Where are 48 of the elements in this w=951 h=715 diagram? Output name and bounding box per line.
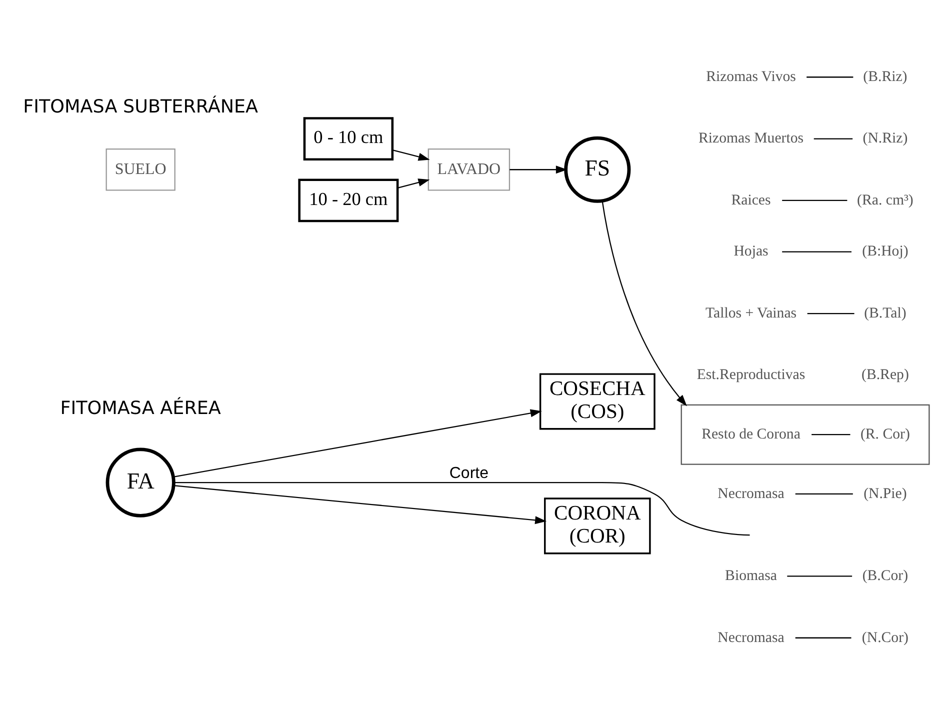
connector (814, 138, 853, 140)
node-text: (B.Rep) (862, 367, 909, 384)
node-text: Biomasa (725, 568, 777, 584)
node-box: COSECHA (COS) (539, 373, 656, 430)
node-text: (N.Cor) (862, 630, 908, 646)
connector (782, 251, 852, 252)
node-text: Necromasa (718, 630, 784, 646)
node-text: (B.Cor) (862, 568, 908, 584)
node-box: CORONA (COR) (544, 498, 651, 554)
node-text: Raices (731, 192, 771, 208)
node-box: SUELO (106, 148, 176, 191)
node-text: (B.Tal) (864, 305, 906, 322)
node-box: 10 - 20 cm (298, 178, 399, 222)
connector (174, 482, 750, 536)
arrow (392, 149, 430, 161)
node-box: LAVADO (428, 148, 510, 191)
node-text: (N.Riz) (862, 130, 908, 147)
node-text: Necromasa (718, 486, 784, 502)
node-text: (B:Hoj) (862, 244, 908, 260)
connector (807, 312, 854, 314)
arrow (602, 200, 687, 406)
node-text: Resto de Corona (702, 426, 800, 442)
node-text: Rizomas Vivos (706, 69, 796, 86)
label: FITOMASA SUBTERRÁNEA (23, 96, 258, 118)
node-text: Est.Reproductivas (696, 367, 806, 384)
arrow (174, 485, 547, 524)
node-text: Hojas (734, 244, 768, 260)
node-text: Tallos + Vainas (705, 305, 797, 322)
node-text: Rizomas Muertos (698, 130, 804, 147)
node-text: (Ra. cm³) (857, 192, 914, 208)
arrow (510, 166, 568, 174)
connector (795, 637, 852, 638)
node-text: (R. Cor) (860, 426, 910, 442)
arrow (173, 409, 542, 478)
node-circle: FS (564, 136, 631, 203)
connector (795, 493, 853, 495)
label: FITOMASA AÉREA (60, 398, 221, 419)
arrow (398, 178, 430, 188)
edge-label: Corte (449, 465, 488, 482)
cluster (680, 404, 930, 465)
node-text: (N.Pie) (864, 486, 907, 502)
connector (812, 434, 850, 436)
connector (806, 76, 854, 78)
node-circle: FA (106, 448, 176, 518)
node-text: (B.Riz) (863, 69, 908, 86)
connector (782, 200, 848, 202)
node-box: 0 - 10 cm (303, 117, 394, 160)
connector (787, 576, 852, 577)
